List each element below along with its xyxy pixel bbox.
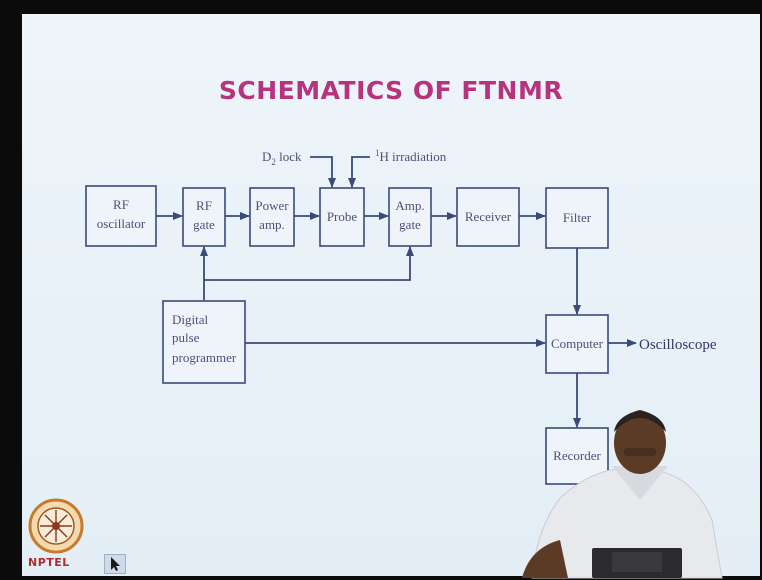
amp-gate-block: Amp. gate: [388, 187, 432, 247]
probe-block: Probe: [319, 187, 365, 247]
power-amp-label-1: Power: [255, 198, 289, 213]
oscilloscope-label: Oscilloscope: [639, 337, 717, 353]
arrow-h-irradiation: [348, 156, 370, 188]
dpp-label-2: pulse: [172, 330, 200, 345]
arrow-d2-lock: [310, 156, 336, 188]
presenter-figure: [522, 410, 723, 579]
power-amp-block: Power amp.: [249, 187, 295, 247]
computer-block: Computer: [545, 314, 609, 374]
probe-label: Probe: [327, 209, 358, 224]
h-irradiation-label: 1H irradiation: [375, 148, 447, 164]
rf-oscillator-label-1: RF: [113, 197, 129, 212]
slide-title: SCHEMATICS OF FTNMR: [218, 76, 564, 105]
receiver-label: Receiver: [465, 209, 512, 224]
dpp-label-3: programmer: [172, 350, 237, 365]
receiver-block: Receiver: [456, 187, 520, 247]
amp-gate-label-2: gate: [399, 217, 421, 232]
slide: SCHEMATICS OF FTNMR: [22, 14, 760, 576]
cursor-pointer-icon: [104, 554, 126, 574]
recorder-label: Recorder: [553, 448, 601, 463]
computer-label: Computer: [551, 336, 604, 351]
dpp-label-1: Digital: [172, 312, 208, 327]
filter-block: Filter: [545, 187, 609, 249]
rf-gate-block: RF gate: [182, 187, 226, 247]
power-amp-label-2: amp.: [259, 217, 285, 232]
d2-lock-label: D2 lock: [262, 149, 302, 167]
rf-gate-label-1: RF: [196, 198, 212, 213]
filter-label: Filter: [563, 210, 592, 225]
rf-oscillator-label-2: oscillator: [97, 216, 146, 231]
rf-oscillator-block: RF oscillator: [85, 185, 157, 247]
rf-gate-label-2: gate: [193, 217, 215, 232]
digital-pulse-programmer-block: Digital pulse programmer: [162, 300, 246, 384]
amp-gate-label-1: Amp.: [395, 198, 424, 213]
arrow-programmer-to-ampgate: [204, 246, 414, 281]
nptel-logo-icon: [28, 498, 84, 554]
nptel-logo-text: NPTEL: [28, 556, 70, 569]
